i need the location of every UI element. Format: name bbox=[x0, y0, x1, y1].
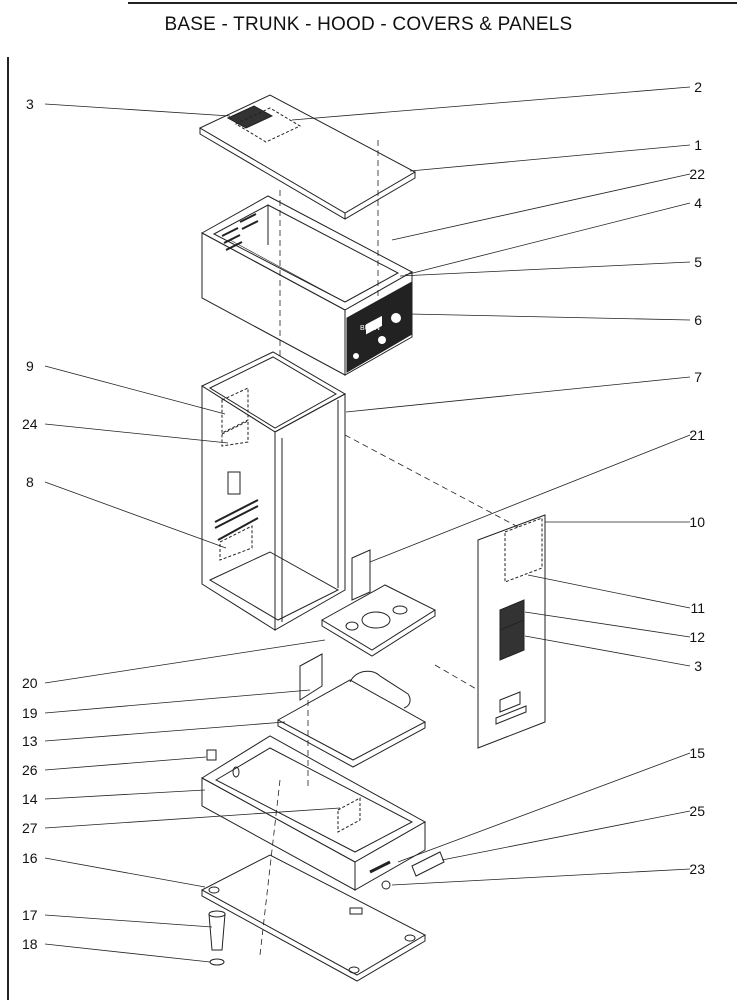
callout-27: 27 bbox=[22, 820, 38, 836]
callout-3b: 3 bbox=[694, 658, 702, 674]
callout-12: 12 bbox=[689, 629, 705, 645]
bracket-21 bbox=[351, 549, 371, 601]
drawing-frame bbox=[7, 57, 737, 1000]
top-rule bbox=[128, 2, 737, 4]
callout-9: 9 bbox=[26, 358, 34, 374]
callout-17: 17 bbox=[22, 907, 38, 923]
callout-26: 26 bbox=[22, 762, 38, 778]
callout-11: 11 bbox=[690, 600, 705, 616]
callout-1: 1 bbox=[694, 137, 702, 153]
callout-24: 24 bbox=[22, 416, 38, 432]
callout-15: 15 bbox=[689, 745, 705, 761]
part-25 bbox=[411, 851, 445, 877]
trunk bbox=[200, 351, 347, 631]
base-housing bbox=[201, 735, 427, 891]
callout-20: 20 bbox=[22, 675, 38, 691]
callout-18: 18 bbox=[22, 936, 38, 952]
side-panel bbox=[477, 514, 546, 749]
callout-6: 6 bbox=[694, 312, 702, 328]
switch-26 bbox=[206, 749, 217, 761]
callout-13: 13 bbox=[22, 733, 38, 749]
callout-3: 3 bbox=[26, 96, 34, 112]
brand-text: BUNN bbox=[360, 325, 380, 332]
page-title: BASE - TRUNK - HOOD - COVERS & PANELS bbox=[164, 14, 573, 35]
callout-2: 2 bbox=[694, 79, 702, 95]
callout-19: 19 bbox=[22, 705, 38, 721]
control-panel: BUNN bbox=[346, 281, 413, 373]
callout-23: 23 bbox=[689, 861, 705, 877]
callout-14: 14 bbox=[22, 791, 38, 807]
callout-7: 7 bbox=[694, 369, 702, 385]
callout-21: 21 bbox=[689, 427, 705, 443]
hood-top-cover bbox=[198, 94, 417, 220]
leader-lines bbox=[44, 86, 691, 963]
callout-4: 4 bbox=[694, 195, 702, 211]
drip-tray bbox=[276, 653, 427, 768]
base-plate bbox=[321, 584, 437, 657]
part-23 bbox=[381, 880, 391, 890]
callout-16: 16 bbox=[22, 850, 38, 866]
bottom-plate bbox=[200, 854, 427, 982]
callout-22: 22 bbox=[689, 166, 705, 182]
callout-10: 10 bbox=[689, 514, 705, 530]
leveling-leg bbox=[208, 910, 226, 966]
callout-25: 25 bbox=[689, 803, 705, 819]
callout-8: 8 bbox=[26, 474, 34, 490]
assembly-lines bbox=[259, 140, 521, 956]
callout-5: 5 bbox=[694, 254, 702, 270]
